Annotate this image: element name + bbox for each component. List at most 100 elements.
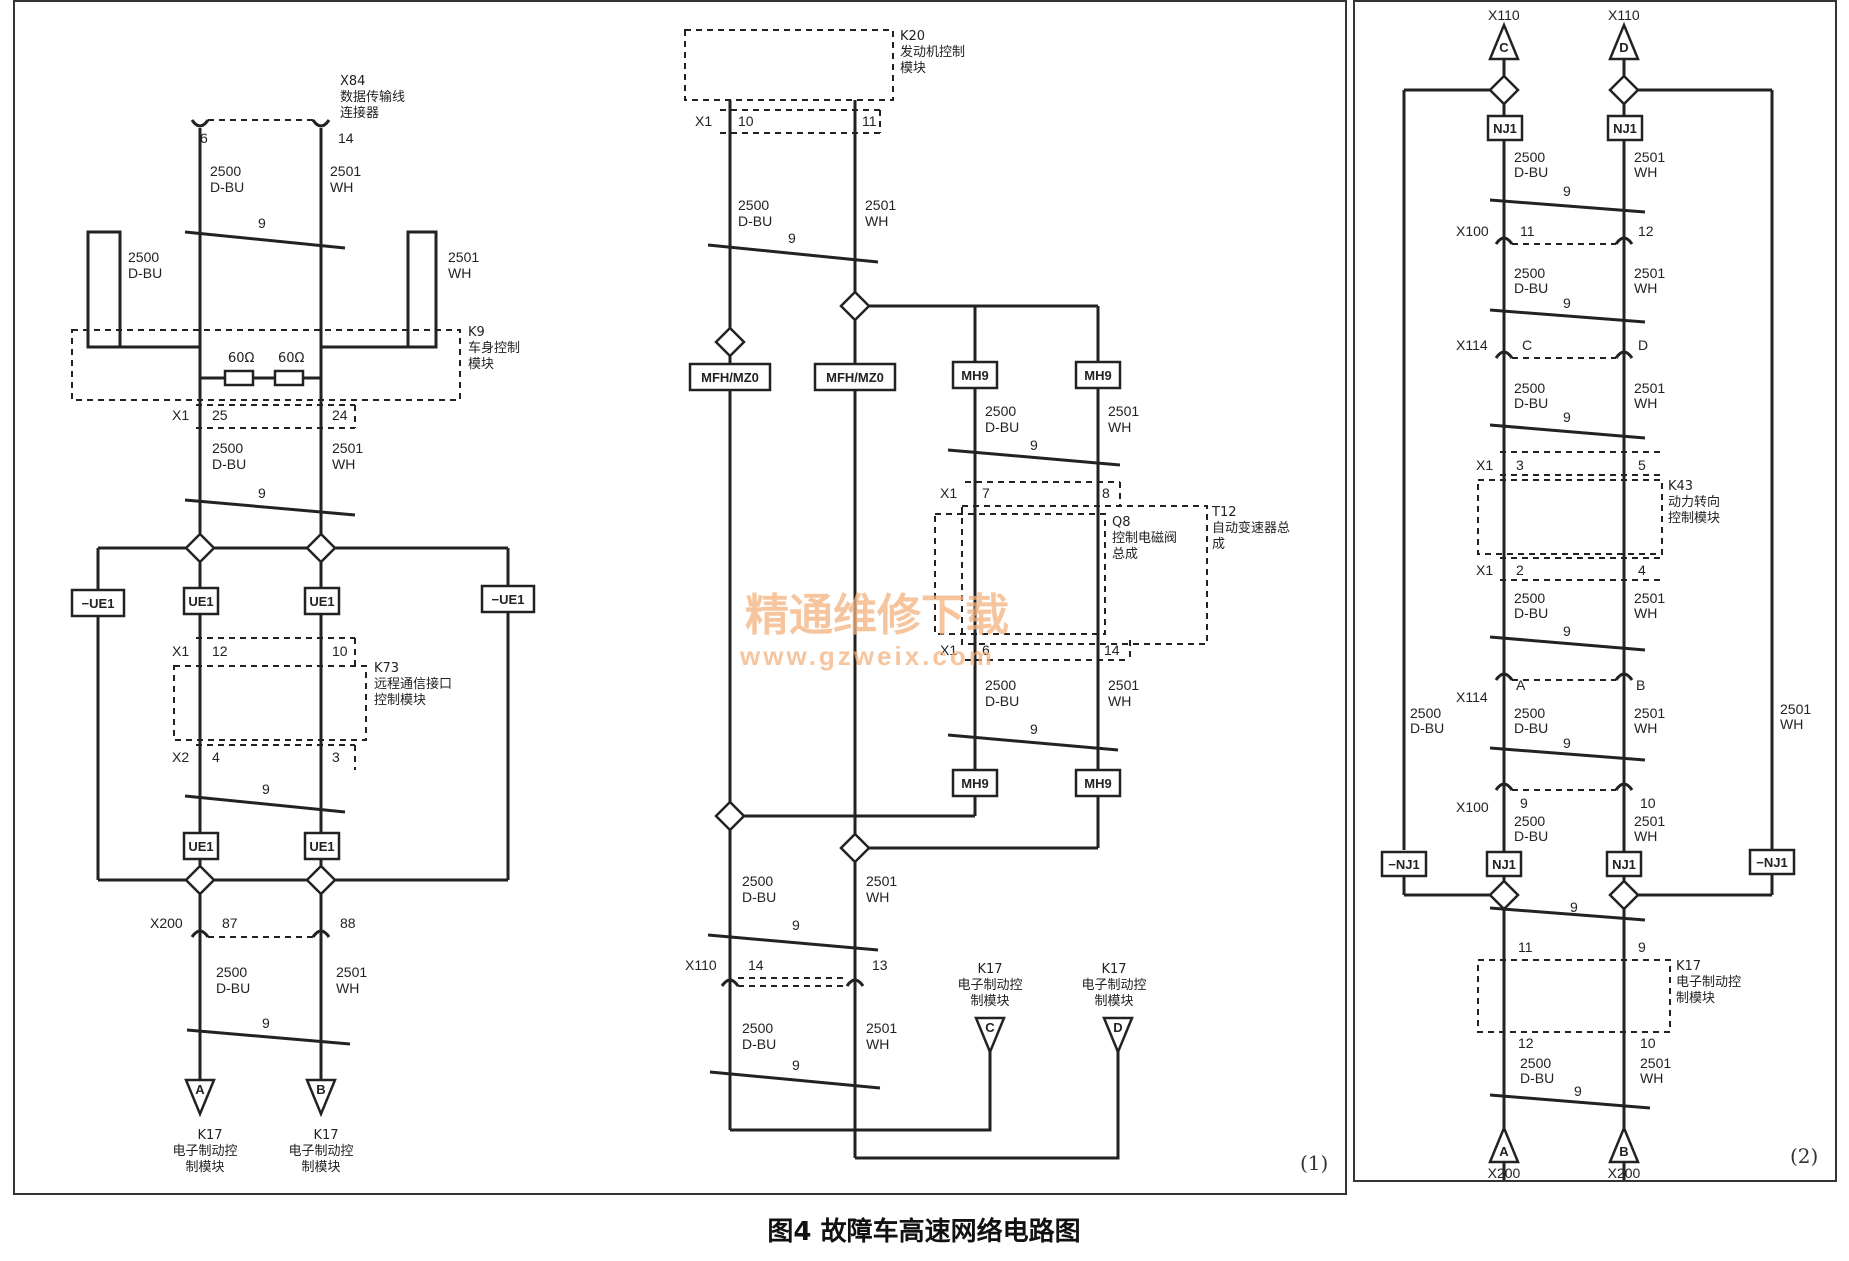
splice-label: NJ1	[1612, 857, 1636, 872]
figure-caption: 图4 故障车高速网络电路图	[767, 1216, 1080, 1247]
wire-color-label: D-BU	[1520, 1070, 1554, 1086]
x200-pin-a: 87	[222, 915, 238, 931]
wire-num-label: 2500	[742, 1020, 773, 1036]
wire-num-label: 2501	[1634, 705, 1665, 721]
x110-ref: X110	[685, 957, 717, 973]
wire-color-label: WH	[866, 1036, 889, 1052]
wire-color-label: WH	[1634, 280, 1657, 296]
wire-num-label: 2501	[866, 873, 897, 889]
x84-name-l1: 数据传输线	[340, 89, 405, 105]
terminal-a-label: A	[1499, 1144, 1509, 1159]
k9-name-l2: 模块	[468, 357, 494, 372]
x200-ref: X200	[1608, 1165, 1641, 1181]
twist-label: 9	[258, 215, 266, 231]
splice-not-nj1-right	[1748, 848, 1796, 876]
splice-label: NJ1	[1492, 857, 1516, 872]
k9-ref: K9	[468, 325, 485, 340]
twist-label: 9	[1570, 899, 1578, 915]
k43-pin2b: 4	[1638, 562, 1646, 578]
wire-color-label: D-BU	[1514, 164, 1548, 180]
t12-name-l2: 成	[1212, 537, 1225, 552]
wire-color-label: WH	[336, 980, 359, 996]
wire-color-label: WH	[1634, 828, 1657, 844]
wire-color-label: WH	[330, 179, 353, 195]
x100-pin-b: 10	[1640, 795, 1656, 811]
x114-pin-b: D	[1638, 337, 1648, 353]
wire-color-label: D-BU	[1514, 280, 1548, 296]
splice-label: UE1	[309, 839, 334, 854]
watermark-line2: www.gzweix.com	[739, 641, 995, 671]
x110-pin-b: 13	[872, 957, 888, 973]
splice-diamond	[839, 290, 871, 322]
k17-pin: 12	[1518, 1035, 1534, 1051]
k73-conn1: X1	[172, 643, 189, 659]
twist-label: 9	[1563, 409, 1571, 425]
terminal-c	[974, 1016, 1006, 1056]
splice-label: −UE1	[82, 596, 115, 611]
wire-color-label: D-BU	[985, 419, 1019, 435]
wire-color-label: WH	[865, 213, 888, 229]
wire-num-label: 2501	[865, 197, 896, 213]
wire-num-label: 2501	[1634, 590, 1665, 606]
k73-name-l2: 控制模块	[374, 693, 426, 708]
panel-label-1: (1)	[1300, 1151, 1328, 1175]
wire-num-label: 2500	[1514, 149, 1545, 165]
k43-module	[1477, 479, 1663, 555]
k20-pin-b: 11	[862, 113, 877, 129]
terminal-b-label: B	[1619, 1144, 1628, 1159]
twist-label: 9	[1574, 1083, 1582, 1099]
splice-label: UE1	[188, 594, 213, 609]
wire-num-label: 2500	[1514, 590, 1545, 606]
t12-name-l1: 自动变速器总	[1212, 520, 1290, 536]
twist-label: 9	[792, 1057, 800, 1073]
twist-label: 9	[1563, 735, 1571, 751]
k43-pin1b: 5	[1638, 457, 1646, 473]
resistor-2	[273, 369, 305, 387]
k73-ref: K73	[374, 661, 399, 676]
splice-diamond	[184, 532, 216, 564]
x100-pin-a: 11	[1520, 223, 1535, 239]
wire-color-label: D-BU	[1410, 720, 1444, 736]
terminal-d	[1608, 21, 1640, 61]
wire-num-label: 2501	[1108, 403, 1139, 419]
q8-conn2: X1	[940, 642, 957, 658]
k9-conn: X1	[172, 407, 189, 423]
splice-diamond	[305, 532, 337, 564]
wire-color-label: WH	[866, 889, 889, 905]
k17-name-l2: 制模块	[970, 994, 1009, 1009]
k73-pin1b: 10	[332, 643, 348, 659]
section-k9-k73: 6 14 X84 数据传输线 连接器 2500 D-BU 2501 WH 9 2…	[70, 74, 536, 1175]
terminal-b	[1608, 1124, 1640, 1164]
k17-name-l1: 电子制动控	[288, 1144, 353, 1159]
twist-label: 9	[1563, 295, 1571, 311]
wire-color-label: WH	[448, 265, 471, 281]
section-k43-k17: C D X110 X110 NJ1 NJ1 2500 D-BU 2501 WH …	[1380, 7, 1818, 1181]
x114-ref: X114	[1456, 689, 1488, 705]
k17-pin: 9	[1638, 939, 1646, 955]
x110-ref: X110	[1488, 7, 1520, 23]
splice-nj1	[1605, 850, 1643, 878]
k20-name-l2: 模块	[900, 61, 926, 76]
x200-pin-b: 88	[340, 915, 356, 931]
q8-pin2a: 6	[982, 642, 990, 658]
splice-diamond	[714, 800, 746, 832]
k43-pin2a: 2	[1516, 562, 1524, 578]
splice-label: MH9	[961, 776, 988, 791]
wire-num-label: 2500	[1514, 813, 1545, 829]
twist-label: 9	[258, 485, 266, 501]
splice-label: MH9	[1084, 776, 1111, 791]
wire-num-label: 2500	[1514, 380, 1545, 396]
wire-color-label: D-BU	[1514, 605, 1548, 621]
x100-ref: X100	[1456, 223, 1489, 239]
splice-nj1	[1486, 114, 1524, 142]
k17-ref: K17	[977, 962, 1002, 977]
splice-diamond	[1608, 74, 1640, 106]
terminal-b-label: B	[316, 1082, 325, 1097]
splice-mh9	[1074, 768, 1122, 798]
twist-label: 9	[262, 1015, 270, 1031]
wire-num-label: 2500	[742, 873, 773, 889]
x114-pin-a: C	[1522, 337, 1532, 353]
k17-name-l1: 电子制动控	[1676, 975, 1741, 990]
wire-color-label: WH	[1108, 419, 1131, 435]
q8-name-l1: 控制电磁阀	[1112, 531, 1177, 546]
